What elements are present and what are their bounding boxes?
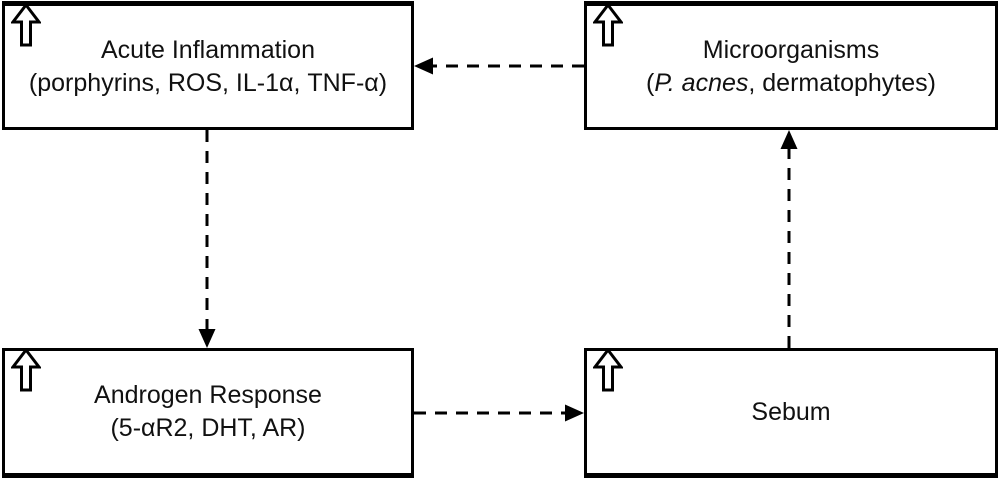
node-title: Acute Inflammation	[100, 35, 315, 64]
node-subtitle: (porphyrins, ROS, IL-1α, TNF-α)	[28, 68, 388, 97]
node-title: Microorganisms	[702, 35, 880, 64]
node-label: Androgen Response (5-αR2, DHT, AR)	[94, 379, 322, 445]
node-subtitle: (P. acnes, dermatophytes)	[646, 68, 936, 97]
italic-species-name: P. acnes	[654, 68, 749, 97]
node-label: Sebum	[751, 396, 830, 429]
node-label: Microorganisms (P. acnes, dermatophytes)	[646, 34, 936, 100]
up-arrow-icon	[593, 3, 623, 47]
edge-sebum-to-microorganisms	[780, 130, 798, 348]
node-androgen-response: Androgen Response (5-αR2, DHT, AR)	[2, 348, 414, 478]
node-microorganisms: Microorganisms (P. acnes, dermatophytes)	[584, 1, 998, 130]
up-arrow-icon	[593, 348, 623, 392]
up-arrow-icon	[11, 3, 41, 47]
edge-androgen-response-to-sebum	[414, 404, 584, 422]
edge-acute-inflammation-to-androgen-response	[198, 130, 216, 348]
node-subtitle: (5-αR2, DHT, AR)	[110, 414, 306, 442]
up-arrow-icon	[11, 348, 41, 392]
node-title: Androgen Response	[94, 381, 322, 409]
node-title: Sebum	[751, 397, 831, 426]
edge-microorganisms-to-acute-inflammation	[414, 57, 584, 75]
node-label: Acute Inflammation (porphyrins, ROS, IL-…	[29, 34, 387, 100]
node-sebum: Sebum	[584, 348, 998, 478]
node-acute-inflammation: Acute Inflammation (porphyrins, ROS, IL-…	[2, 1, 414, 130]
